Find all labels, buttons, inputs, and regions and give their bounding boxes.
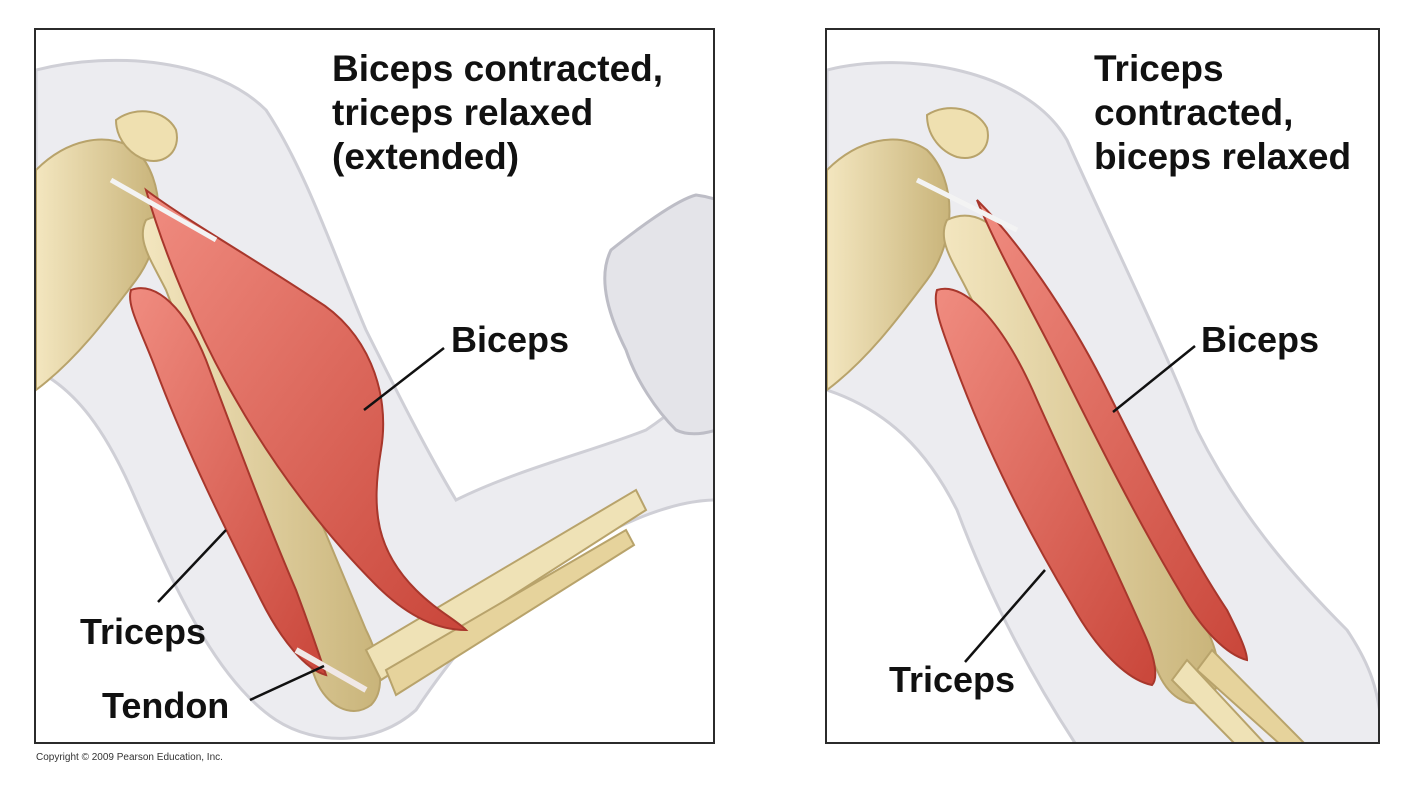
panel-triceps-contracted: Triceps contracted, biceps relaxed Bicep… — [825, 28, 1380, 744]
triceps-label: Triceps — [889, 659, 1016, 700]
triceps-leader-line — [964, 569, 1046, 663]
biceps-label: Biceps — [451, 319, 570, 360]
scapula-process — [114, 110, 178, 162]
biceps-label: Biceps — [1201, 319, 1320, 360]
biceps-leader-line — [363, 347, 445, 411]
arm-flexed-illustration — [36, 58, 713, 740]
triceps-muscle — [934, 287, 1157, 687]
copyright-notice: Copyright © 2009 Pearson Education, Inc. — [36, 752, 223, 763]
tendon-label: Tendon — [102, 685, 230, 726]
panel-biceps-contracted: Biceps contracted, triceps relaxed (exte… — [34, 28, 715, 744]
panel-title: Triceps contracted, biceps relaxed — [1094, 48, 1352, 177]
panel-title: Biceps contracted, triceps relaxed (exte… — [332, 48, 664, 177]
triceps-label: Triceps — [80, 611, 207, 652]
fist — [603, 193, 713, 436]
triceps-muscle — [129, 287, 328, 677]
triceps-tendon — [294, 647, 368, 693]
triceps-leader-line — [157, 529, 227, 603]
scapula-process — [925, 107, 989, 160]
biceps-muscle — [144, 187, 469, 632]
biceps-tendon-top — [109, 177, 218, 243]
ulna — [384, 528, 636, 697]
tendon-leader-line — [249, 664, 325, 702]
arm-extended-illustration — [827, 61, 1378, 742]
biceps-muscle — [976, 199, 1249, 662]
biceps-tendon-top — [915, 177, 1019, 233]
biceps-leader-line — [1112, 345, 1196, 413]
radius — [1170, 658, 1265, 742]
ulna — [1195, 648, 1305, 742]
radius — [364, 488, 648, 682]
